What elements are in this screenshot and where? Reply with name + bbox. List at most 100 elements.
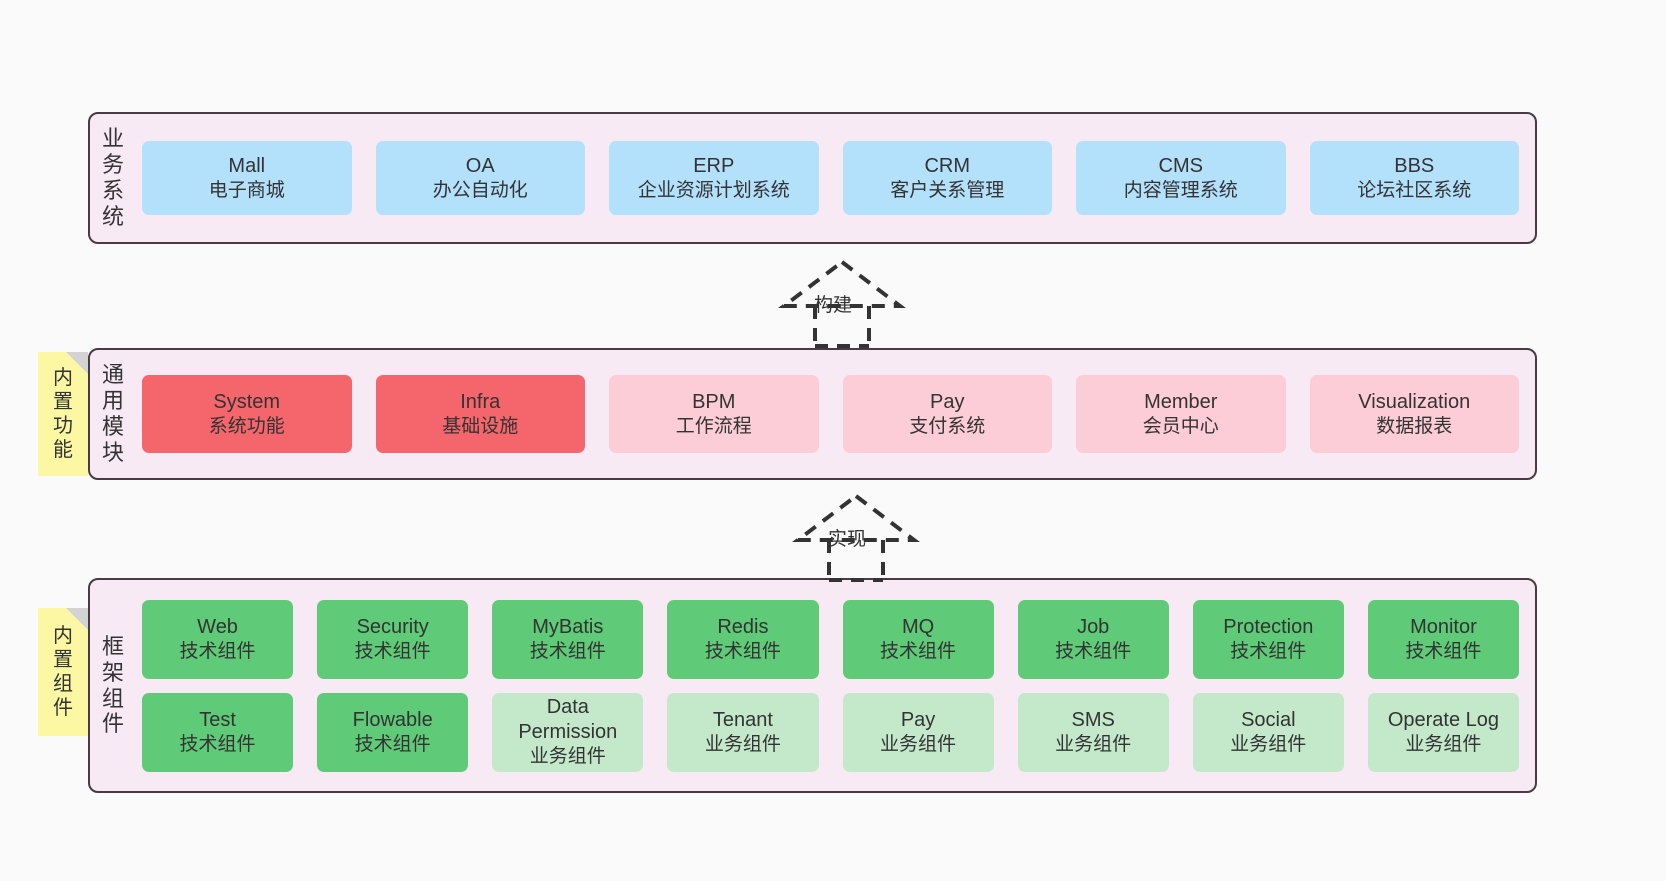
card-subtitle: 企业资源计划系统: [637, 179, 790, 201]
card-subtitle: 办公自动化: [432, 179, 528, 201]
card-infra[interactable]: Infra 基础设施: [375, 375, 585, 453]
card-test[interactable]: Test 技术组件: [142, 692, 294, 772]
card-subtitle: 技术组件: [704, 640, 781, 662]
card-crm[interactable]: CRM 客户关系管理: [842, 141, 1052, 215]
card-subtitle: 工作流程: [675, 415, 752, 437]
card-subtitle: 数据报表: [1376, 415, 1453, 437]
card-mall[interactable]: Mall 电子商城: [142, 141, 352, 215]
card-protection[interactable]: Protection 技术组件: [1192, 599, 1344, 679]
layer-common-module: 通 用 模 块 System 系统功能 Infra 基础设施 BPM 工作流程 …: [88, 348, 1537, 480]
card-data-permission[interactable]: Data Permission 业务组件: [492, 692, 644, 772]
card-oa[interactable]: OA 办公自动化: [375, 141, 585, 215]
card-title: Social: [1241, 708, 1296, 731]
card-title: Redis: [717, 615, 769, 638]
layer-title-char: 架: [101, 659, 124, 685]
card-title: MyBatis: [532, 615, 604, 638]
card-subtitle: 技术组件: [529, 640, 606, 662]
card-member[interactable]: Member 会员中心: [1076, 375, 1286, 453]
card-subtitle: 业务组件: [529, 746, 606, 768]
layer-title-char: 通: [101, 362, 124, 388]
card-security[interactable]: Security 技术组件: [317, 599, 469, 679]
card-title: Pay: [930, 390, 965, 413]
card-redis[interactable]: Redis 技术组件: [667, 599, 819, 679]
layer-title-char: 务: [101, 152, 124, 178]
card-title: Mall: [228, 154, 266, 177]
card-title: CRM: [924, 154, 971, 177]
card-pay-business[interactable]: Pay 业务组件: [842, 692, 994, 772]
card-subtitle: 技术组件: [1055, 640, 1132, 662]
card-title: Member: [1144, 390, 1218, 413]
layer-title-framework: 框 架 组 件: [90, 580, 136, 791]
page-fold-icon: [66, 352, 88, 374]
card-bpm[interactable]: BPM 工作流程: [609, 375, 819, 453]
card-title: BPM: [692, 390, 736, 413]
card-title: Data Permission: [518, 696, 618, 744]
card-title: System: [213, 390, 281, 413]
card-mq[interactable]: MQ 技术组件: [842, 599, 994, 679]
note-char: 功: [53, 415, 73, 437]
card-subtitle: 会员中心: [1142, 415, 1219, 437]
card-subtitle: 业务组件: [1230, 733, 1307, 755]
layer-title-common: 通 用 模 块: [90, 350, 136, 478]
card-subtitle: 支付系统: [909, 415, 986, 437]
card-subtitle: 技术组件: [354, 640, 431, 662]
layer-title-char: 框: [101, 633, 124, 659]
card-social[interactable]: Social 业务组件: [1192, 692, 1344, 772]
card-visualization[interactable]: Visualization 数据报表: [1309, 375, 1519, 453]
connector-label: 实现: [828, 529, 867, 550]
card-subtitle: 基础设施: [442, 415, 519, 437]
note-char: 置: [53, 391, 73, 413]
card-flowable[interactable]: Flowable 技术组件: [317, 692, 469, 772]
card-title: Flowable: [352, 708, 433, 731]
card-title: Monitor: [1410, 615, 1477, 638]
card-title: Test: [199, 708, 236, 731]
card-job[interactable]: Job 技术组件: [1017, 599, 1169, 679]
uml-realization-arrow-icon: [778, 259, 906, 348]
layer-business-system: 业 务 系 统 Mall 电子商城 OA 办公自动化 ERP 企业资源计划系统 …: [88, 112, 1537, 244]
card-title: Infra: [460, 390, 501, 413]
connector-implement: 实现: [766, 492, 946, 582]
card-title: ERP: [693, 154, 735, 177]
card-subtitle: 业务组件: [880, 733, 957, 755]
uml-realization-arrow-icon: [792, 493, 920, 582]
card-row: Mall 电子商城 OA 办公自动化 ERP 企业资源计划系统 CRM 客户关系…: [142, 141, 1519, 215]
layer-title-char: 模: [101, 414, 124, 439]
card-subtitle: 客户关系管理: [890, 179, 1005, 201]
layer-rows-business: Mall 电子商城 OA 办公自动化 ERP 企业资源计划系统 CRM 客户关系…: [136, 114, 1535, 242]
card-title: Job: [1077, 615, 1110, 638]
card-subtitle: 论坛社区系统: [1357, 179, 1472, 201]
card-web[interactable]: Web 技术组件: [142, 599, 294, 679]
layer-title-char: 业: [101, 126, 124, 152]
card-title: CMS: [1158, 154, 1203, 177]
card-erp[interactable]: ERP 企业资源计划系统: [609, 141, 819, 215]
note-char: 组: [53, 673, 73, 695]
card-title: BBS: [1394, 154, 1435, 177]
note-char: 置: [53, 649, 73, 671]
card-title: Operate Log: [1387, 708, 1500, 731]
layer-title-char: 件: [101, 711, 124, 737]
card-cms[interactable]: CMS 内容管理系统: [1076, 141, 1286, 215]
card-bbs[interactable]: BBS 论坛社区系统: [1309, 141, 1519, 215]
card-sms[interactable]: SMS 业务组件: [1017, 692, 1169, 772]
card-subtitle: 电子商城: [208, 179, 285, 201]
card-title: Tenant: [712, 708, 773, 731]
card-tenant[interactable]: Tenant 业务组件: [667, 692, 819, 772]
layer-title-char: 系: [101, 178, 124, 203]
card-system[interactable]: System 系统功能: [142, 375, 352, 453]
card-subtitle: 系统功能: [208, 415, 285, 437]
card-operate-log[interactable]: Operate Log 业务组件: [1367, 692, 1519, 772]
note-char: 内: [53, 625, 73, 647]
connector-label: 构建: [814, 295, 853, 316]
connector-build: 构建: [752, 258, 932, 348]
card-subtitle: 技术组件: [1230, 640, 1307, 662]
card-title: SMS: [1071, 708, 1115, 731]
layer-framework-component: 框 架 组 件 Web 技术组件 Security 技术组件 MyBatis 技…: [88, 578, 1537, 793]
card-row: Web 技术组件 Security 技术组件 MyBatis 技术组件 Redi…: [142, 599, 1519, 679]
card-subtitle: 技术组件: [354, 733, 431, 755]
card-monitor[interactable]: Monitor 技术组件: [1367, 599, 1519, 679]
card-subtitle: 业务组件: [1055, 733, 1132, 755]
layer-title-char: 用: [101, 388, 124, 414]
card-mybatis[interactable]: MyBatis 技术组件: [492, 599, 644, 679]
card-pay[interactable]: Pay 支付系统: [842, 375, 1052, 453]
card-subtitle: 技术组件: [179, 733, 256, 755]
